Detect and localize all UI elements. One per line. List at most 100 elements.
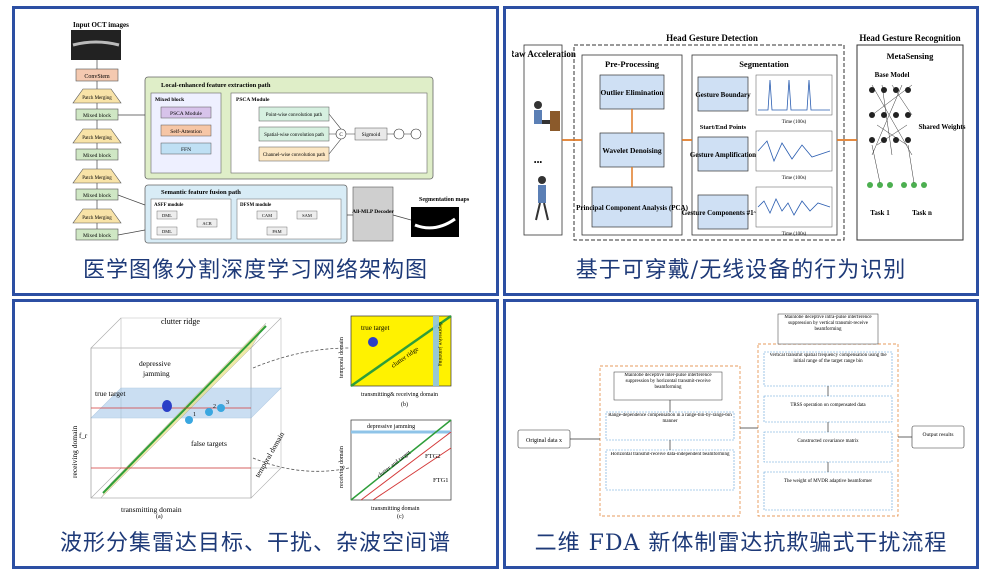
panel-medical-segmentation: Input OCT images ConvStem Patch Merging … (12, 6, 499, 296)
left-stage-2: Patch Merging Mixed block (72, 128, 122, 161)
spectrum-3d-box (90, 317, 282, 499)
patch-merging-3: Patch Merging (82, 176, 112, 181)
neural-network-icon (867, 84, 927, 188)
b-xaxis-label: transmitting& receiving domain (361, 392, 438, 398)
depressive-label-2: jamming (142, 369, 170, 378)
receiving-label: receiving domain (70, 425, 79, 478)
svg-text:C: C (339, 133, 343, 138)
transmitting-label: transmitting domain (121, 505, 182, 514)
oct-layer (72, 40, 120, 47)
shared-weights-label: Shared Weights (918, 123, 965, 131)
radar-spectrum-diagram: clutter ridge depressive jamming true ta… (21, 308, 490, 520)
original-data-label: Original data x (526, 438, 562, 444)
time-label-2: Time (100s) (782, 176, 807, 181)
fda-radar-diagram: Original data x Mainlobe deceptive inter… (512, 308, 970, 520)
ffn-box (160, 142, 212, 155)
mini-plot-boundary (755, 74, 833, 116)
mixed-block-box-label: Mixed block (155, 97, 185, 103)
time-label-1: Time (100s) (782, 120, 807, 125)
depressive-label-1: depressive (139, 359, 171, 368)
panel-fda-radar: Original data x Mainlobe deceptive inter… (503, 299, 979, 569)
ffn-label: FFN (181, 147, 191, 153)
segmentation-network-diagram: Input OCT images ConvStem Patch Merging … (21, 15, 490, 247)
patch-merging-4: Patch Merging (82, 216, 112, 221)
wavelet-box (599, 132, 665, 168)
dml-label-2: DML (162, 229, 172, 234)
true-target-marker (162, 400, 172, 412)
asff-label: ASFF module (154, 203, 184, 208)
components-box (697, 194, 749, 230)
preprocessing-title: Pre-Processing (605, 59, 660, 69)
true-target-label: true target (95, 389, 126, 398)
patch-merging-2: Patch Merging (82, 136, 112, 141)
mixed-block-4: Mixed block (83, 233, 111, 239)
panel-gesture-recognition: Raw Acceleration ••• Head Gesture Detect… (503, 6, 979, 296)
depressive-jamming-plane (90, 387, 282, 419)
recognition-title: Head Gesture Recognition (859, 33, 960, 43)
amplification-label: Gesture Amplification (690, 151, 756, 159)
b-yaxis-label: temporal domain (339, 337, 345, 378)
outlier-label: Outlier Elimination (601, 88, 665, 97)
svg-text:2: 2 (213, 404, 216, 410)
caption-gesture-recognition: 基于可穿戴/无线设备的行为识别 (575, 258, 907, 283)
covariance-label: Constructed covariance matrix (797, 439, 859, 444)
gesture-recognition-diagram: Raw Acceleration ••• Head Gesture Detect… (508, 15, 970, 247)
mixed-block-3: Mixed block (83, 193, 111, 199)
fda-radar-svg: Original data x Mainlobe deceptive inter… (517, 313, 965, 517)
radar-spectrum-svg: clutter ridge depressive jamming true ta… (70, 314, 452, 520)
dfsm-label: DFSM module (240, 203, 272, 208)
sigmoid-label: Sigmoid (362, 132, 381, 138)
false-targets-label: false targets (191, 439, 227, 448)
b-depressive-label: depressive jamming (437, 322, 443, 366)
mini-plot-components (755, 186, 833, 228)
right-title-text: Mainlobe deceptive intra-pulse interfere… (784, 315, 872, 332)
left-dashed-box (599, 365, 741, 517)
pam-label: PAM (272, 229, 281, 234)
right-title-box (777, 313, 879, 345)
pca-label: Principal Component Analysis (PCA) (576, 204, 688, 212)
clutter-ridge-label: clutter ridge (161, 317, 200, 326)
local-path-title: Local-enhanced feature extraction path (161, 82, 271, 89)
boundary-label: Gesture Boundary (695, 91, 751, 99)
convstem-label: ConvStem (84, 74, 110, 80)
boundary-box (697, 76, 749, 112)
dfsm-box (236, 198, 342, 240)
clutter-ridge-line (102, 325, 267, 494)
svg-text:1: 1 (193, 412, 196, 418)
allmlp-decoder-box (352, 186, 394, 242)
ellipsis: ••• (534, 158, 543, 167)
sam-label: SAM (302, 213, 312, 218)
vertical-comp-box (763, 351, 893, 387)
preprocessing-box (581, 54, 683, 236)
self-attention-label: Self-Attention (170, 128, 202, 135)
fr-label: f_r (79, 432, 88, 440)
pointwise-label: Point-wise convolution path (266, 113, 323, 118)
svg-text:3: 3 (226, 400, 229, 406)
self-attention-box (160, 124, 212, 137)
temporal-label: temporal domain (253, 430, 286, 479)
c-depressive-label: depressive jamming (367, 424, 415, 430)
c-yaxis-label: receiving domain (339, 446, 345, 488)
time-label-3: Time (100s) (782, 232, 807, 237)
left-title-text: Mainlobe deceptive inter-pulse interfere… (624, 373, 712, 390)
mini-plot-amplification (755, 130, 833, 172)
horizontal-box (605, 449, 735, 491)
covariance-box (763, 431, 893, 463)
trss-box (763, 395, 893, 423)
false-target-3 (217, 404, 225, 412)
person-sitting-icon (534, 101, 560, 131)
dml-label-1: DML (162, 213, 172, 218)
label-a: (a) (156, 513, 163, 520)
channelwise-label: Channel-wise convolution path (263, 153, 326, 158)
false-target-2 (205, 408, 213, 416)
input-label: Input OCT images (73, 21, 129, 29)
components-label: Gesture Components #1~#6 (682, 209, 765, 217)
start-end-label: Start/End Points (700, 124, 747, 131)
segmentation-title: Segmentation (739, 59, 789, 69)
base-model-label: Base Model (875, 71, 910, 79)
allmlp-label: All-MLP Decoder (352, 209, 394, 215)
false-target-1 (185, 416, 193, 424)
segmentation-network-svg: Input OCT images ConvStem Patch Merging … (71, 21, 470, 244)
raw-box (523, 44, 563, 236)
b-true-target-label: true target (361, 324, 389, 332)
